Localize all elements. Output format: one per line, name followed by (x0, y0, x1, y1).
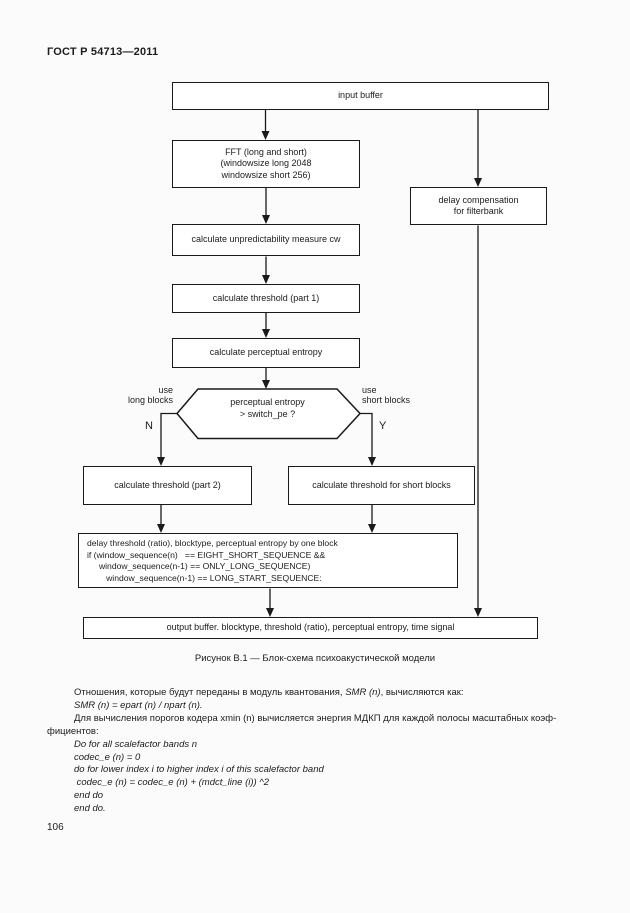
formula-smr: SMR (n) = epart (n) / npart (n). (74, 699, 203, 711)
paragraph-smr: Отношения, которые будут переданы в моду… (47, 687, 592, 700)
body-text: Отношения, которые будут переданы в моду… (47, 687, 592, 816)
label-branch-no: N (145, 420, 153, 432)
arrowheads (157, 131, 482, 617)
paragraph-smr-post: , вычисляются как: (380, 687, 464, 698)
flow-node-calc-unpredictability: calculate unpredictability measure cw (172, 224, 360, 256)
flow-node-input-buffer: input buffer (172, 82, 549, 110)
paragraph-xmin-line1: Для вычисления порогов кодера xmin (n) в… (74, 712, 557, 724)
flow-node-calc-threshold-part1: calculate threshold (part 1) (172, 284, 360, 313)
label-branch-yes: Y (379, 420, 387, 432)
page-number: 106 (47, 822, 64, 833)
document-header: ГОСТ Р 54713—2011 (47, 46, 159, 58)
connector-decision-yes (359, 412, 373, 458)
decision-hexagon (176, 388, 362, 440)
flow-node-decision-text: perceptual entropy > switch_pe ? (230, 397, 305, 419)
flow-node-calc-threshold-part2: calculate threshold (part 2) (83, 466, 252, 505)
pseudocode-block: Do for all scalefactor bands n codec_e (… (74, 738, 324, 815)
flow-node-fft: FFT (long and short) (windowsize long 20… (172, 140, 360, 188)
figure-caption: Рисунок В.1 — Блок-схема психоакустическ… (194, 653, 436, 664)
flow-node-delay-block: delay threshold (ratio), blocktype, perc… (78, 533, 458, 588)
flow-node-output-buffer: output buffer. blocktype, threshold (rat… (83, 617, 538, 639)
flow-node-delay-compensation: delay compensation for filterbank (410, 187, 547, 225)
flow-node-calc-threshold-short: calculate threshold for short blocks (288, 466, 475, 505)
label-use-short-blocks: use short blocks (362, 385, 411, 405)
flow-node-calc-perceptual-entropy: calculate perceptual entropy (172, 338, 360, 368)
connector-decision-no (160, 412, 178, 458)
paragraph-xmin-line2: фициентов: (47, 725, 99, 737)
paragraph-smr-term: SMR (n) (345, 687, 381, 698)
label-use-long-blocks: use long blocks (127, 385, 173, 405)
paragraph-smr-pre: Отношения, которые будут переданы в моду… (74, 687, 346, 698)
